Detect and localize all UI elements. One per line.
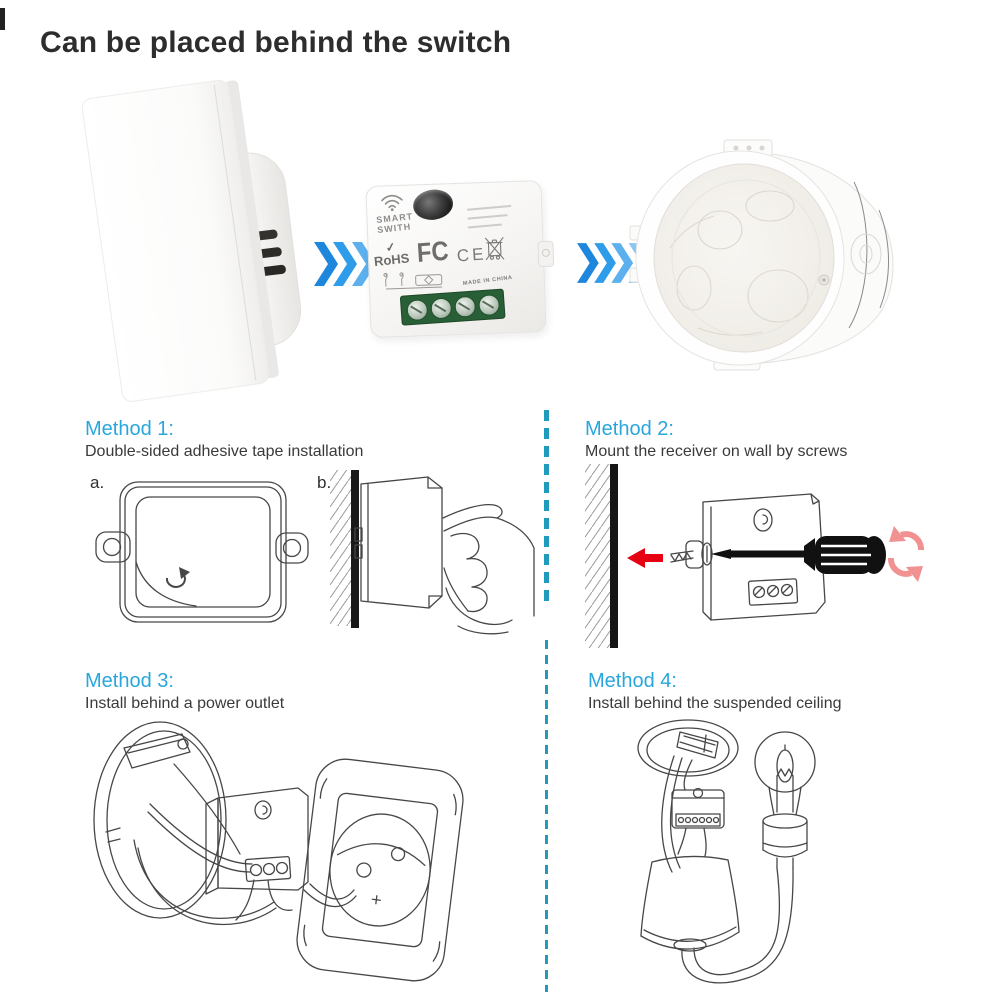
wifi-icon bbox=[381, 194, 403, 212]
hand-icon bbox=[442, 503, 535, 635]
method-1-drawing-a bbox=[95, 481, 309, 623]
module-outline-drawing bbox=[702, 493, 826, 621]
spec-text-line bbox=[467, 204, 512, 211]
rohs-mark: RoHS bbox=[373, 250, 411, 270]
label-b: b. bbox=[317, 473, 332, 492]
knockout-circles bbox=[669, 179, 821, 337]
fcc-logo: FC bbox=[415, 235, 450, 268]
screw-icon bbox=[670, 540, 713, 569]
module-side-drawing bbox=[354, 476, 443, 609]
wall-box-photo bbox=[629, 139, 894, 371]
method-2-description: Mount the receiver on wall by screws bbox=[585, 443, 848, 460]
wall-hatching bbox=[330, 470, 351, 626]
lamp-shade-outline bbox=[640, 855, 740, 952]
made-in-text: MADE IN CHINA bbox=[462, 274, 513, 287]
smart-module-photo: SMART SWITH ✓ RoHS FC CE bbox=[365, 179, 555, 339]
corner-mark bbox=[0, 8, 5, 30]
spec-text-line bbox=[467, 223, 502, 229]
terminal-screw bbox=[405, 298, 428, 321]
terminal-screw bbox=[477, 293, 500, 316]
vertical-divider-top bbox=[544, 410, 549, 608]
method-4-heading: Method 4: bbox=[588, 670, 677, 692]
spec-text-line bbox=[467, 214, 508, 220]
wiring-diagram-icons bbox=[383, 272, 443, 290]
rotation-arrows-icon bbox=[888, 526, 924, 582]
weee-bin-icon bbox=[484, 237, 505, 261]
vertical-divider-bottom bbox=[545, 640, 548, 992]
power-outlet-outline bbox=[296, 758, 464, 982]
terminal-screw bbox=[429, 296, 452, 320]
method-1-drawing-b bbox=[330, 470, 535, 635]
page-title: Can be placed behind the switch bbox=[40, 26, 512, 60]
wall-switch-photo bbox=[81, 79, 302, 402]
terminal-block bbox=[399, 288, 506, 326]
screwdriver-icon bbox=[711, 536, 886, 574]
method-3-drawing bbox=[93, 721, 464, 982]
recessed-wall-box-outline bbox=[93, 721, 227, 919]
method-3-description: Install behind a power outlet bbox=[85, 695, 285, 712]
wires bbox=[661, 755, 693, 873]
method-1-description: Double-sided adhesive tape installation bbox=[85, 443, 364, 460]
ce-mark: CE bbox=[456, 244, 488, 266]
light-bulb-outline bbox=[754, 731, 816, 816]
module-back-drawing bbox=[95, 481, 309, 623]
bulb-socket-outline bbox=[762, 813, 808, 869]
method-4-drawing bbox=[637, 719, 816, 984]
method-1-heading: Method 1: bbox=[85, 418, 174, 440]
red-arrow-icon bbox=[627, 548, 663, 568]
method-2-drawing bbox=[585, 464, 924, 648]
peel-arrow-icon bbox=[165, 567, 190, 588]
method-4-description: Install behind the suspended ceiling bbox=[588, 695, 842, 712]
label-a: a. bbox=[90, 473, 105, 492]
switch-front-panel bbox=[81, 79, 279, 402]
module-outline-drawing bbox=[205, 787, 309, 895]
wall-hatching bbox=[585, 464, 610, 648]
power-cord bbox=[681, 867, 794, 984]
pairing-button bbox=[411, 187, 455, 223]
brand-text: SMART SWITH bbox=[376, 211, 415, 235]
module-outline-drawing bbox=[671, 787, 725, 857]
terminal-screw bbox=[453, 295, 476, 318]
method-3-heading: Method 3: bbox=[85, 670, 174, 692]
method-2-heading: Method 2: bbox=[585, 418, 674, 440]
wall bbox=[610, 464, 618, 648]
ceiling-hole-outline bbox=[637, 719, 739, 777]
adhesive-peel-corner bbox=[135, 561, 197, 607]
wires bbox=[133, 763, 357, 926]
mounting-tab bbox=[537, 240, 555, 268]
